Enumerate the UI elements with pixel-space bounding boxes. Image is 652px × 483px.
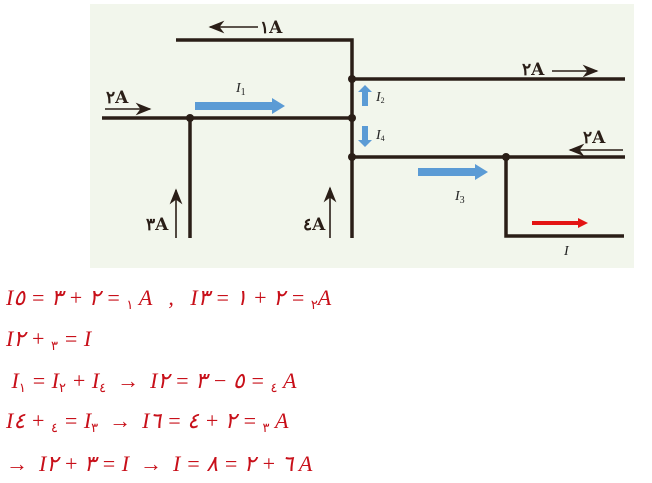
label-3A: ٣A (146, 215, 169, 235)
current-arrows (195, 85, 488, 180)
i1-arrow-icon (195, 98, 285, 114)
junction-dot (348, 153, 356, 161)
equation-subscript: ٤ (99, 380, 107, 395)
equation-text: = I (25, 368, 59, 393)
equation-subscript: ٤ (270, 380, 278, 395)
equation-text: I (6, 285, 14, 310)
label-i4: I4 (375, 128, 385, 143)
equation-subscript: ٣ (91, 420, 99, 435)
i2-arrow-icon (358, 85, 372, 106)
equation-subscript: ٢ (58, 380, 66, 395)
equation-subscript: ٣ (51, 338, 58, 353)
equation-text: = ٢ + ٤ = ٦ A (149, 408, 289, 433)
equation-text: = ٢ + ٣ = ٥ A , I (13, 285, 198, 310)
equation-text: = ٢ + ١ = ٣A (197, 285, 332, 310)
label-i2: I2 (375, 90, 385, 105)
equation-text: I (6, 368, 19, 393)
equation-text: → I (98, 408, 150, 433)
equation-text: → I (106, 368, 158, 393)
i3-arrow-icon (418, 164, 488, 180)
equation-subscript: ١ (126, 297, 134, 312)
equation-subscript: ١ (18, 380, 26, 395)
equation-text: + I (65, 368, 100, 393)
output-current-arrow-icon (532, 218, 588, 228)
equation-text: → I٣ + ٢ = I → I = ٦ + ٢ = ٨ A (6, 451, 313, 476)
equation-line: I ٣ + ٢ = I (6, 326, 91, 354)
i4-arrow-icon (358, 126, 372, 147)
equation-line: I ١ = ٢ + ٣ = ٥ A , I ٢ = ٢ + ١ = ٣A (6, 285, 331, 313)
equation-subscript: ٣ (262, 420, 270, 435)
label-1A: ١A (260, 18, 283, 38)
equation-text: + ٢ = I (13, 326, 92, 351)
wire-top (176, 38, 354, 238)
equation-text: I (6, 408, 14, 433)
label-i1: I1 (235, 81, 246, 98)
wires (102, 38, 625, 238)
junction-dot (502, 153, 510, 161)
junction-dot (348, 114, 356, 122)
label-i-output: I (563, 244, 570, 259)
equation-text: = ٥ − ٣ = ٢ A (157, 368, 297, 393)
label-2A-top-right: ٢A (522, 60, 545, 80)
label-4A: ٤A (303, 215, 326, 235)
equation-text: + ٤ = I (13, 408, 92, 433)
label-2A-left: ٢A (106, 88, 129, 108)
junctions (186, 75, 510, 161)
junction-dot (348, 75, 356, 83)
equation-subscript: ٤ (51, 420, 58, 435)
equation-line: → I٣ + ٢ = I → I = ٦ + ٢ = ٨ A (6, 451, 312, 477)
junction-dot (186, 114, 194, 122)
label-i3: I3 (454, 189, 465, 206)
label-2A-right: ٢A (583, 128, 606, 148)
wire-output (504, 157, 624, 238)
equation-subscript: ٢ (310, 297, 318, 312)
equation-text: I (6, 326, 14, 351)
